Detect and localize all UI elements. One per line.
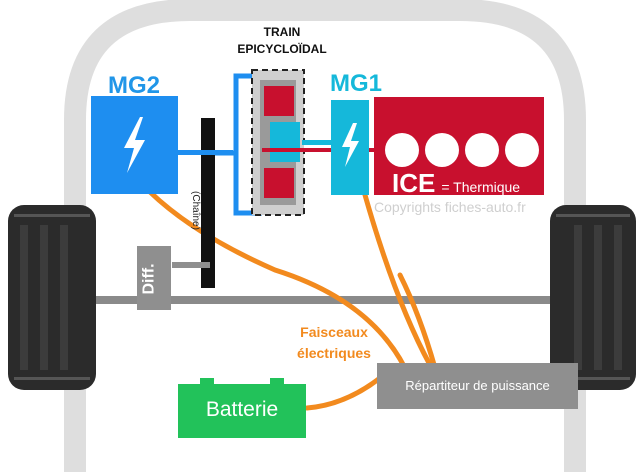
- train-label-line2: EPICYCLOÏDAL: [237, 42, 327, 56]
- copyright-text: Copyrights fiches-auto.fr: [374, 199, 526, 215]
- left-wheel: [8, 205, 96, 390]
- chain-label: (Chaîne): [189, 191, 201, 230]
- train-label: TRAIN EPICYCLOÏDAL: [222, 24, 342, 58]
- wiring-label-line1: Faisceaux: [300, 324, 368, 340]
- battery-label: Batterie: [205, 398, 279, 421]
- battery: [178, 378, 306, 438]
- chain-belt: [201, 118, 215, 288]
- ice-label-text: ICE: [392, 168, 436, 198]
- right-wheel: [550, 205, 636, 390]
- lightning-bolt-icon: [342, 123, 359, 167]
- power-distributor-box: [377, 363, 578, 409]
- mg2-label: MG2: [108, 72, 161, 99]
- shaft-mg2: [175, 150, 233, 155]
- car-body-outline: [64, 0, 586, 472]
- train-label-line1: TRAIN: [263, 25, 301, 39]
- wiring-label-line2: électriques: [297, 345, 371, 361]
- ice-label-suffix: = Thermique: [441, 179, 521, 195]
- lightning-bolt-icon: [124, 117, 145, 173]
- ice-label: ICE = Thermique: [392, 168, 520, 199]
- diff-connector: [172, 262, 210, 268]
- electrical-harness: [147, 189, 438, 411]
- distributor-label: Répartiteur de puissance: [405, 378, 550, 393]
- mg1-label: MG1: [330, 70, 383, 97]
- axle: [40, 296, 605, 304]
- planetary-gear-train: [251, 69, 380, 216]
- differential-box: [137, 246, 171, 310]
- wiring-label: Faisceaux électriques: [288, 322, 380, 364]
- cylinder-icon: [385, 133, 539, 167]
- diff-label: Diff.: [140, 263, 158, 295]
